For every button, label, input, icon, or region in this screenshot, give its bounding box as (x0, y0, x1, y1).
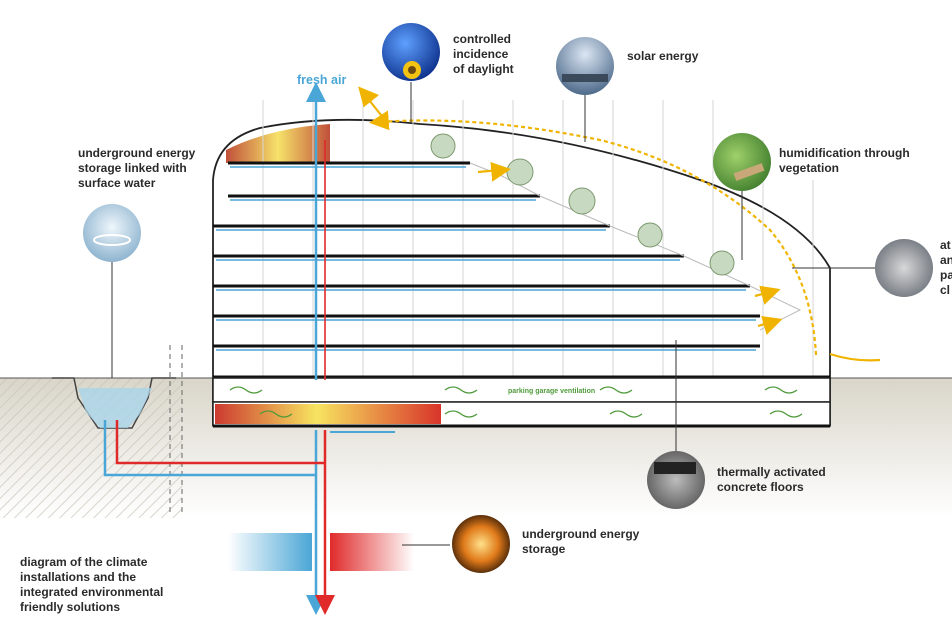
trees (430, 133, 735, 276)
warm-gradient (330, 533, 414, 571)
solar-sky-photo-icon (556, 37, 614, 95)
concrete-floor-photo-icon (647, 451, 705, 509)
pipes (103, 82, 395, 615)
thermal-floors-label: thermally activated concrete floors (717, 465, 826, 494)
leader-lines (111, 82, 876, 546)
atrium-photo-icon (875, 239, 933, 297)
water-basin (52, 377, 176, 429)
diagram-caption: diagram of the climate installations and… (20, 555, 164, 614)
fresh-air-label: fresh air (297, 73, 347, 87)
underground-storage-label: underground energy storage (522, 527, 640, 556)
underground-link-label: underground energy storage linked with s… (78, 146, 196, 190)
sunflower-sky-photo-icon (382, 23, 440, 81)
parking-ventilation-label: parking garage ventilation (508, 388, 595, 395)
daylight-label: controlled incidence of daylight (453, 32, 514, 76)
water-drop-photo-icon (83, 204, 141, 262)
solar-energy-label: solar energy (627, 49, 699, 63)
leaf-photo-icon (713, 133, 771, 191)
atrium-label: at an pa cl (940, 238, 952, 297)
cold-gradient (228, 533, 312, 571)
humidification-label: humidification through vegetation (779, 146, 910, 175)
air-flow (358, 86, 881, 362)
flame-hands-photo-icon (452, 515, 510, 573)
